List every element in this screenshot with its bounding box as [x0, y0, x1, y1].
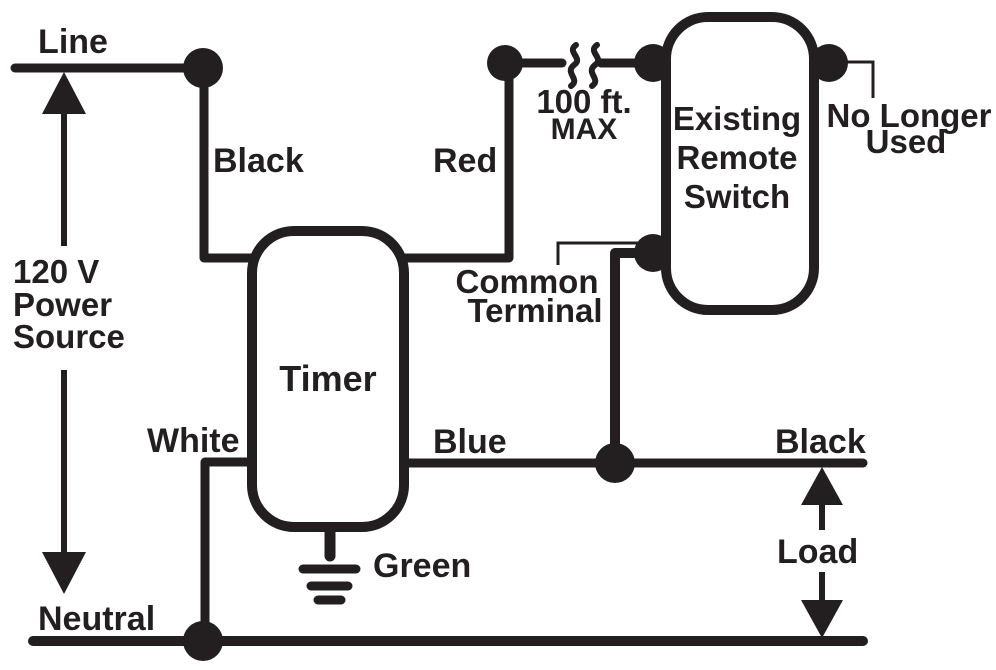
common-terminal-wire — [610, 248, 658, 468]
common-terminal-pointer — [556, 241, 640, 265]
cable-length-label-line1: 100 ft. — [536, 83, 631, 120]
remote-switch-box — [661, 12, 819, 315]
load-label: Load — [777, 533, 858, 571]
power-source-label-line1: 120 V — [13, 253, 99, 290]
power-source-label-line2: Power — [13, 286, 112, 323]
black-feed-label: Black — [213, 142, 304, 180]
cable-break-icon — [567, 42, 602, 89]
neutral-label: Neutral — [38, 600, 155, 638]
arrow-down-head — [801, 600, 843, 638]
white-label: White — [147, 422, 240, 460]
terminal-dot-top-right — [810, 44, 848, 82]
power-source-arrow — [42, 72, 86, 594]
common-terminal-label-line2: Terminal — [467, 292, 602, 329]
remote-switch-label-line3: Switch — [684, 178, 790, 215]
junction-dots — [183, 45, 635, 661]
common-terminal-label-line1: Common — [456, 263, 599, 300]
cable-length-label-line2: MAX — [551, 113, 618, 146]
white-wire — [200, 457, 263, 646]
arrow-down-head — [42, 552, 86, 594]
power-source-label-line3: Source — [13, 318, 125, 355]
line-label: Line — [38, 23, 108, 61]
red-wire — [397, 59, 514, 263]
black-load-label: Black — [775, 423, 866, 461]
junction-dot-neutral — [183, 621, 223, 661]
no-longer-used-label-line2: Used — [866, 123, 947, 160]
no-longer-used-pointer — [840, 60, 875, 98]
junction-dot-load — [595, 443, 635, 483]
black-feed-wire — [199, 59, 263, 263]
timer-label: Timer — [279, 358, 376, 399]
blue-label: Blue — [433, 423, 507, 461]
arrow-up-head — [801, 467, 843, 505]
load-arrow — [801, 467, 843, 638]
junction-dot-red — [487, 45, 523, 81]
arrow-up-head — [42, 72, 86, 114]
timer-box — [247, 226, 409, 532]
remote-switch-label-line2: Remote — [676, 139, 797, 176]
no-longer-used-label-line1: No Longer — [827, 97, 992, 134]
remote-switch-label-line1: Existing — [673, 100, 801, 137]
red-label: Red — [433, 142, 497, 180]
green-label: Green — [373, 547, 471, 585]
ground-icon — [298, 564, 361, 605]
junction-dot-line — [183, 48, 223, 88]
